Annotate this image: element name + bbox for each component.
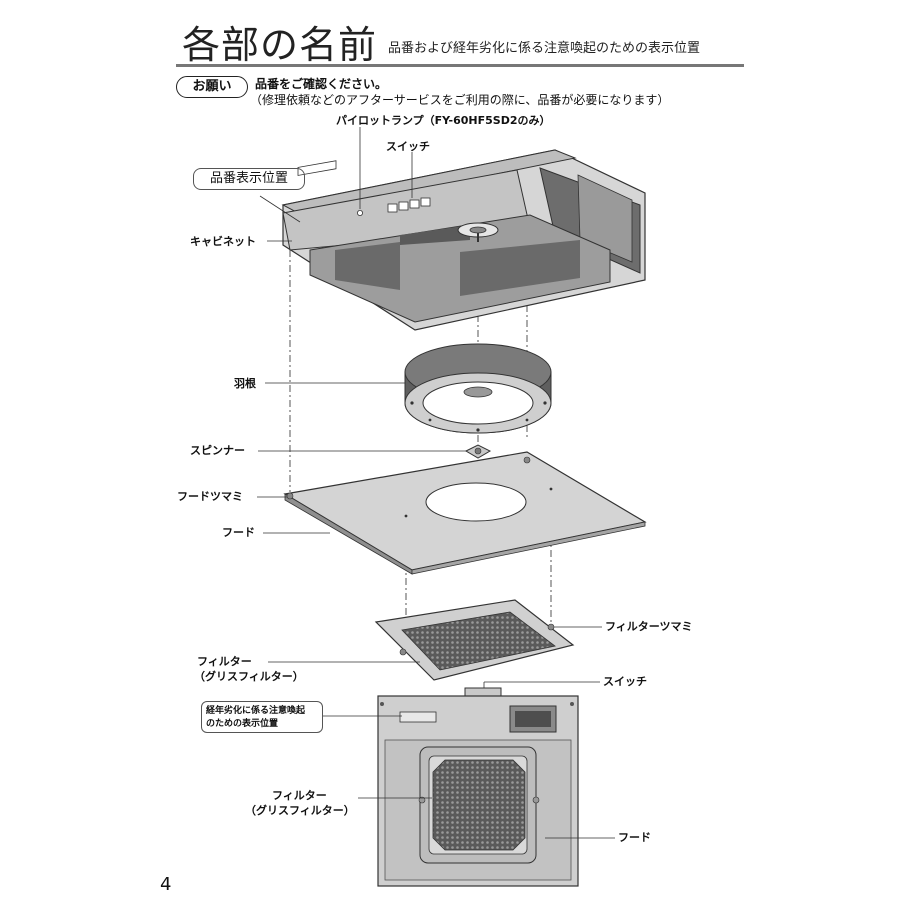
request-badge: お願い	[176, 76, 248, 98]
filter-perspective	[374, 599, 575, 681]
page-subtitle: 品番および経年劣化に係る注意喚起のための表示位置	[388, 41, 701, 56]
label-pilot-lamp: パイロットランプ（FY-60HF5SD2のみ）	[336, 114, 551, 127]
label-filter-line-1: フィルター	[197, 655, 252, 668]
hood-panel	[283, 451, 647, 575]
label-fan: 羽根	[234, 377, 256, 390]
label-model-position: 品番表示位置	[193, 168, 305, 190]
label-spinner: スピンナー	[190, 444, 245, 457]
label-cabinet: キャビネット	[190, 235, 256, 248]
switch-panel	[387, 197, 431, 213]
front-switch	[464, 687, 502, 697]
label-switch-bottom: スイッチ	[603, 675, 647, 688]
page-number: 4	[160, 874, 172, 895]
label-hood: フード	[222, 526, 255, 539]
request-line-2: （修理依頼などのアフターサービスをご利用の際に、品番が必要になります）	[250, 93, 670, 107]
cabinet	[281, 149, 646, 331]
title-rule	[176, 64, 744, 67]
pilot-lamp	[356, 209, 363, 216]
label-aging-line-1: 経年劣化に係る注意喚起	[206, 706, 306, 716]
label-filter2-line-1: フィルター	[272, 789, 327, 802]
leader-lines	[257, 127, 615, 839]
fan	[404, 343, 552, 434]
label-filter-knob: フィルターツマミ	[605, 620, 693, 633]
front-view-unit	[377, 687, 579, 887]
request-line-1: 品番をご確認ください。	[255, 77, 388, 91]
page-title: 各部の名前	[182, 23, 378, 67]
label-switch-top: スイッチ	[386, 140, 430, 153]
label-filter2-line-2: （グリスフィルター）	[245, 804, 355, 817]
label-filter-line-2: （グリスフィルター）	[194, 670, 304, 683]
label-aging-position: 経年劣化に係る注意喚起 のための表示位置	[201, 701, 323, 733]
spinner	[464, 444, 492, 459]
label-hood-knob: フードツマミ	[177, 490, 243, 503]
label-hood-bottom: フード	[618, 831, 651, 844]
label-aging-line-2: のための表示位置	[206, 719, 279, 729]
